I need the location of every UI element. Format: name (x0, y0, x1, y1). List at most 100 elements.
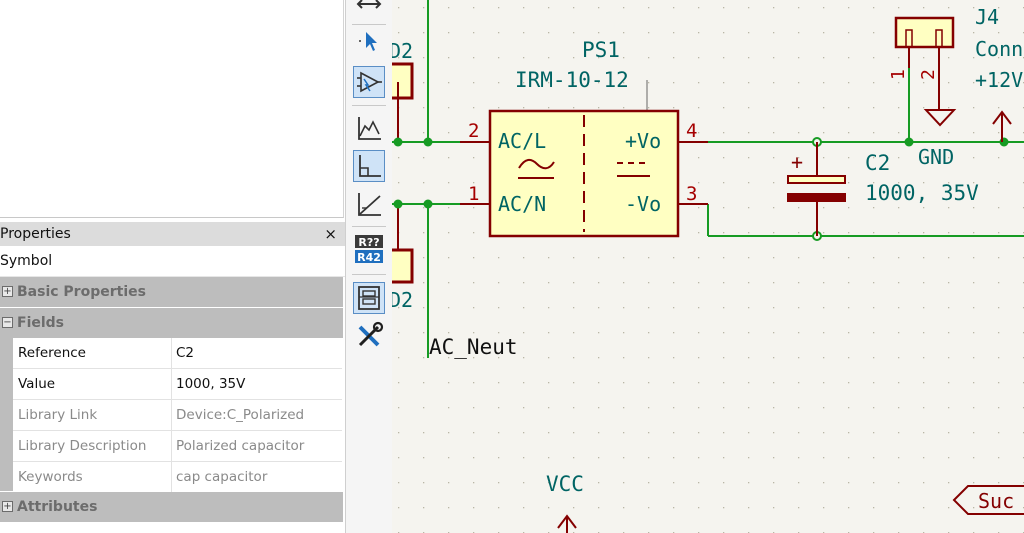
column-divider (171, 431, 172, 461)
pin-name-acn: AC/N (498, 192, 546, 216)
simulation-probe-button[interactable] (353, 66, 385, 98)
annotate-button[interactable]: R?? R42 (353, 233, 385, 265)
property-name: Library Link (18, 407, 98, 423)
diode-d2-bottom-partial[interactable]: D2 (392, 204, 414, 312)
net-label-ac-neut[interactable]: AC_Neut (429, 335, 518, 359)
connector-j4[interactable]: 1 2 J4 Conn +12V (888, 5, 1023, 110)
pin-number-4: 4 (686, 120, 697, 142)
pin-number-2: 2 (468, 120, 479, 142)
polarity-plus: + (791, 150, 803, 174)
pin-number-1: 1 (468, 183, 479, 205)
global-label-partial[interactable]: Suc (952, 485, 1024, 515)
property-value: cap capacitor (176, 469, 268, 485)
d2-bottom-ref: D2 (392, 288, 413, 312)
property-value[interactable]: 1000, 35V (176, 376, 246, 392)
expand-icon[interactable]: + (2, 501, 13, 512)
column-divider (171, 338, 172, 368)
j4-value: Conn (975, 37, 1023, 61)
gnd-label: GND (918, 145, 954, 169)
expand-icon[interactable]: + (2, 286, 13, 297)
plot-graph-icon (358, 117, 381, 140)
power-supply-ps1[interactable]: PS1 IRM-10-12 AC/L AC/N +Vo -Vo 2 1 (460, 38, 708, 238)
schematic-drawing[interactable]: D2 D2 (392, 0, 1024, 533)
property-name: Reference (18, 345, 86, 361)
j4-net-label: +12V (975, 68, 1023, 92)
power-arrow-12v[interactable] (992, 110, 1012, 142)
property-row-value[interactable]: Value 1000, 35V (13, 369, 342, 400)
property-name: Keywords (18, 469, 83, 485)
global-label-text: Suc (978, 489, 1014, 513)
toolbar-divider (352, 226, 386, 227)
selected-item-type: Symbol (0, 246, 345, 277)
annotate-icon: R?? R42 (355, 235, 383, 264)
axis-plot-button[interactable] (353, 150, 385, 182)
select-pointer-button[interactable] (353, 25, 385, 57)
canvas-grid (392, 0, 1024, 533)
annotate-icon-bottom-text: R42 (357, 251, 381, 264)
tools-icon (358, 321, 384, 347)
group-label: Attributes (17, 499, 98, 515)
simulation-probe-icon (357, 71, 382, 93)
collapse-icon[interactable]: − (2, 317, 13, 328)
pin-name-acl: AC/L (498, 129, 546, 153)
properties-panel-icon (358, 286, 380, 310)
pin-name-vminus: -Vo (625, 192, 661, 216)
vcc-power-symbol[interactable]: VCC (546, 472, 584, 533)
property-value: Device:C_Polarized (176, 407, 305, 423)
fields-gutter (0, 338, 13, 491)
ps1-value: IRM-10-12 (515, 68, 629, 92)
pin-name-vplus: +Vo (625, 129, 661, 153)
capacitor-c2[interactable]: + C2 1000, 35V (787, 142, 979, 236)
diode-d2-top-partial[interactable]: D2 (392, 39, 414, 140)
vcc-label: VCC (546, 472, 584, 496)
pin-number-3: 3 (686, 183, 697, 205)
property-row-library-description[interactable]: Library Description Polarized capacitor (13, 431, 342, 462)
property-name: Value (18, 376, 56, 392)
j4-pin1: 1 (888, 69, 909, 80)
property-row-reference[interactable]: Reference C2 (13, 338, 342, 369)
property-value[interactable]: C2 (176, 345, 195, 361)
item-type-label: Symbol (0, 253, 53, 269)
plot-graph-button[interactable] (353, 112, 385, 144)
toolbar-divider (352, 274, 386, 275)
line-mode-button[interactable] (353, 0, 385, 20)
ps1-reference: PS1 (582, 38, 620, 62)
ground-symbol[interactable]: GND (918, 109, 957, 169)
close-icon[interactable]: × (324, 225, 337, 243)
d2-top-ref: D2 (392, 39, 413, 63)
diagonal-plot-button[interactable] (353, 188, 385, 220)
line-mode-icon (356, 0, 382, 9)
property-name: Library Description (18, 438, 147, 454)
properties-header: Properties × (0, 222, 345, 246)
properties-title: Properties (0, 226, 71, 242)
ac-sine-icon (518, 158, 555, 170)
group-attributes[interactable]: + Attributes (0, 492, 343, 522)
junctions (393, 137, 1009, 209)
c2-reference: C2 (865, 151, 890, 175)
axis-plot-icon (359, 155, 381, 177)
properties-panel-button[interactable] (353, 282, 385, 314)
group-label: Basic Properties (17, 284, 146, 300)
j4-reference: J4 (975, 5, 999, 29)
group-label: Fields (17, 315, 65, 331)
diagonal-plot-icon (358, 193, 381, 216)
j4-pin2: 2 (918, 69, 939, 80)
group-fields[interactable]: − Fields (0, 308, 343, 338)
property-row-library-link[interactable]: Library Link Device:C_Polarized (13, 400, 342, 431)
toolbar-divider (352, 105, 386, 106)
select-pointer-icon (359, 32, 377, 51)
property-value: Polarized capacitor (176, 438, 305, 454)
group-basic-properties[interactable]: + Basic Properties (0, 277, 343, 307)
column-divider (171, 462, 172, 492)
tools-button[interactable] (353, 320, 385, 352)
panel-blank-area (0, 0, 344, 218)
column-divider (171, 400, 172, 430)
annotate-icon-top-text: R?? (358, 236, 379, 249)
properties-panel: Properties × Symbol + Basic Properties −… (0, 0, 345, 533)
property-row-keywords[interactable]: Keywords cap capacitor (13, 462, 342, 493)
schematic-canvas[interactable]: D2 D2 (392, 0, 1024, 533)
left-toolbar: R?? R42 (345, 0, 393, 533)
c2-value: 1000, 35V (865, 181, 979, 205)
column-divider (171, 369, 172, 399)
toolbar-divider (352, 24, 386, 25)
